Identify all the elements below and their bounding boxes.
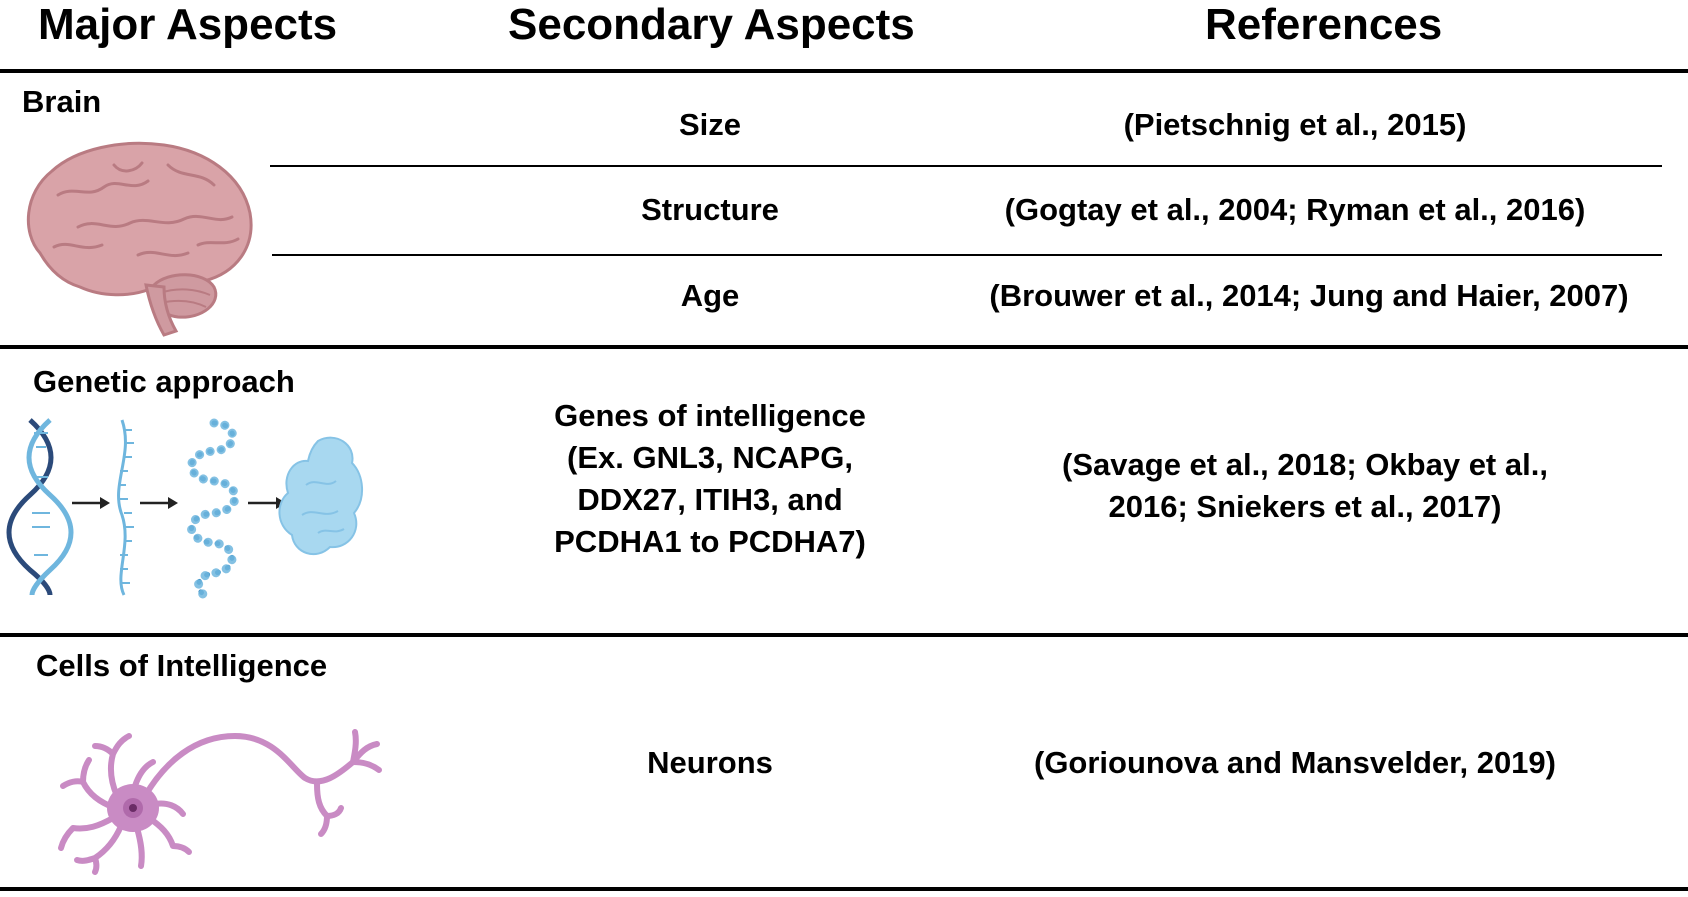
reference-genetic-line-1: (Savage et al., 2018; Okbay et al., xyxy=(1062,447,1548,482)
row-rule-1 xyxy=(0,345,1688,349)
reference-genetic-line-2: 2016; Sniekers et al., 2017) xyxy=(1108,489,1502,524)
secondary-genes-line-2: (Ex. GNL3, NCAPG, xyxy=(567,440,853,475)
secondary-size: Size xyxy=(678,107,742,142)
secondary-age: Age xyxy=(680,278,740,313)
header-major-aspects: Major Aspects xyxy=(38,0,338,49)
secondary-structure: Structure xyxy=(641,192,779,227)
brain-sub-rule-1 xyxy=(270,165,1662,167)
secondary-genes-line-4: PCDHA1 to PCDHA7) xyxy=(554,524,866,559)
header-secondary-aspects: Secondary Aspects xyxy=(508,0,915,49)
secondary-genes-line-1: Genes of intelligence xyxy=(554,398,866,433)
reference-age: (Brouwer et al., 2014; Jung and Haier, 2… xyxy=(989,278,1629,313)
bottom-rule xyxy=(0,887,1688,891)
header-rule xyxy=(0,69,1688,73)
row-rule-2 xyxy=(0,633,1688,637)
reference-structure: (Gogtay et al., 2004; Ryman et al., 2016… xyxy=(1004,192,1586,227)
neuron-icon xyxy=(58,729,382,875)
major-aspect-cells-of-intelligence: Cells of Intelligence xyxy=(36,648,328,683)
major-aspect-brain: Brain xyxy=(22,84,102,119)
secondary-genes-line-3: DDX27, ITIH3, and xyxy=(577,482,843,517)
major-aspect-genetic-approach: Genetic approach xyxy=(33,364,295,399)
reference-neurons: (Goriounova and Mansvelder, 2019) xyxy=(1034,745,1556,780)
brain-sub-rule-2 xyxy=(272,254,1662,256)
dna-to-protein-icon xyxy=(6,418,363,600)
brain-icon xyxy=(26,141,253,337)
secondary-neurons: Neurons xyxy=(647,745,773,780)
header-references: References xyxy=(1205,0,1443,49)
reference-size: (Pietschnig et al., 2015) xyxy=(1123,107,1467,142)
